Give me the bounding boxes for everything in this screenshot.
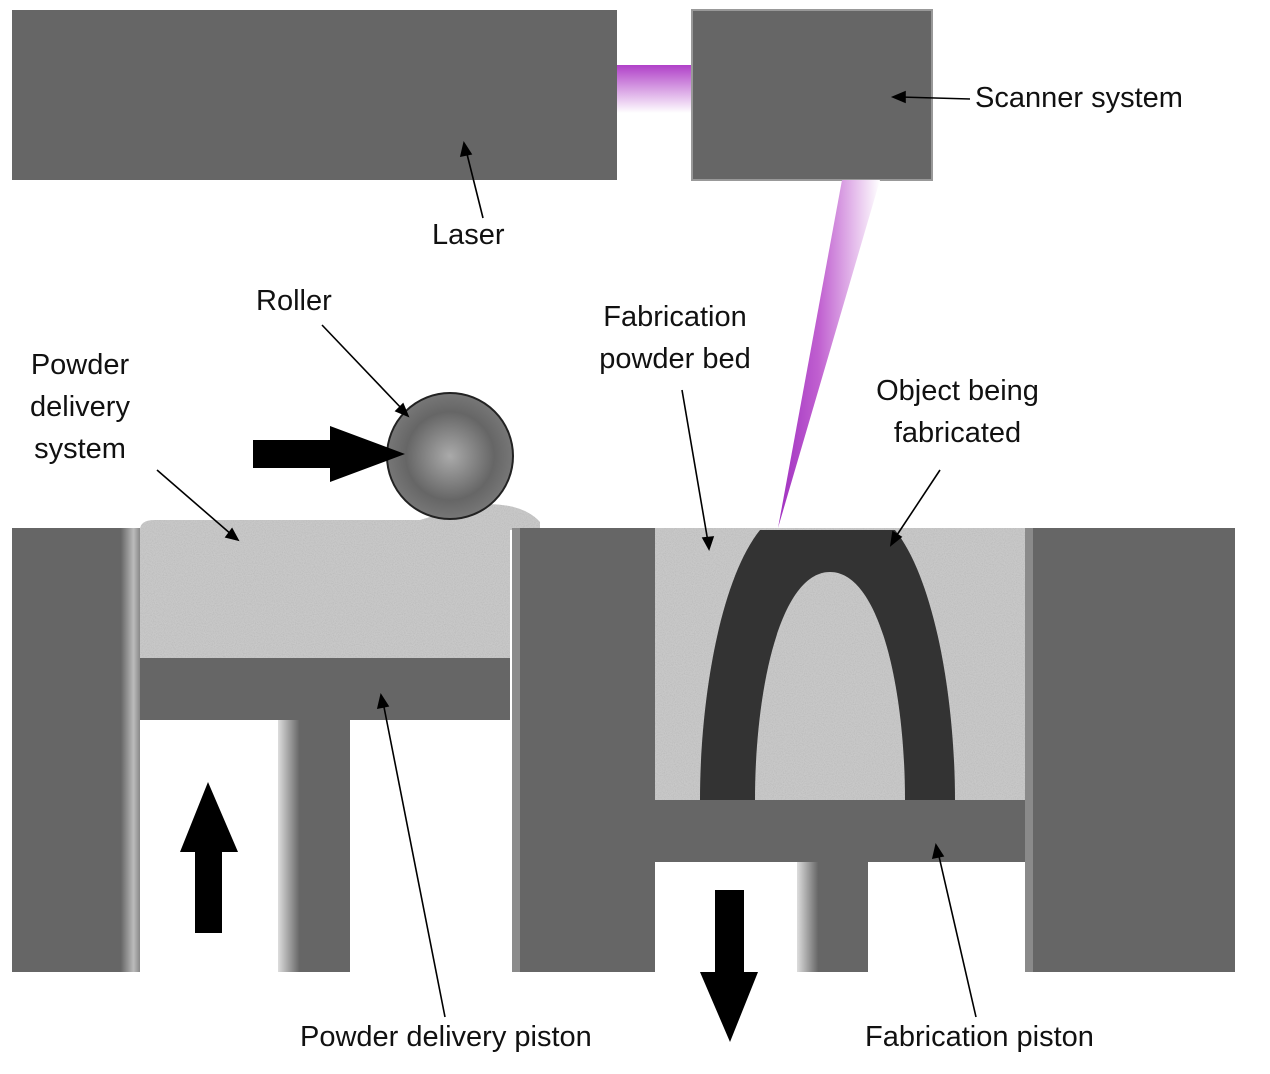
left-wall [12,528,140,972]
fabrication-piston-plate [655,800,1025,862]
label-fabrication-powder-bed: Fabrication powder bed [599,301,751,375]
object-being-fabricated [700,530,955,800]
laser-unit [12,10,617,180]
laser-beam-downward [778,180,880,528]
down-arrow-icon [700,890,758,1042]
middle-wall [512,528,655,972]
label-fabrication-piston: Fabrication piston [865,1021,1094,1053]
laser-beam-horizontal [617,65,692,113]
label-powder-delivery-piston: Powder delivery piston [300,1021,592,1053]
label-object-being-fabricated: Object being fabricated [876,375,1039,449]
up-arrow-icon [180,782,238,933]
leader-lines [156,90,977,1018]
roller-direction-arrow-icon [253,426,405,482]
label-powder-delivery-system: Powder delivery system [30,349,130,465]
powder-delivery-piston-rod [278,720,350,972]
right-wall [1025,528,1235,972]
right-wall-edge [1025,528,1033,972]
fabrication-piston-rod [797,862,868,972]
powder-delivery-bed [140,504,540,658]
scanner-unit [691,9,933,181]
label-laser: Laser [432,219,505,251]
label-roller: Roller [256,285,332,317]
powder-delivery-piston-plate [140,658,510,720]
label-scanner-system: Scanner system [975,82,1183,114]
middle-wall-edge [512,528,520,972]
